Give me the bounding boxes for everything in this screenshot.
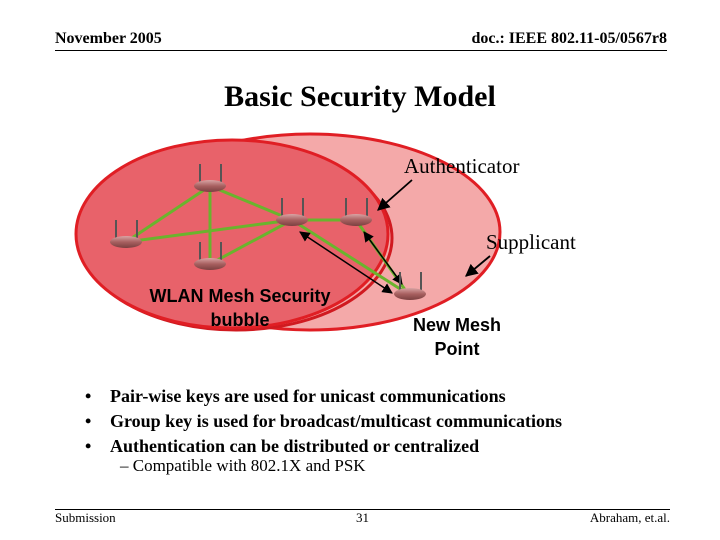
router-icon	[194, 242, 226, 270]
header-doc-id: doc.: IEEE 802.11-05/0567r8	[471, 30, 667, 47]
bullet-item: • Group key is used for broadcast/multica…	[85, 409, 685, 434]
new-mesh-point-router-icon	[394, 272, 426, 300]
page-number: 31	[356, 510, 369, 525]
authenticator-pointer	[377, 179, 413, 211]
new-mesh-point-label-line2: Point	[434, 339, 480, 359]
bullet-dot: •	[85, 386, 92, 406]
authenticator-label: Authenticator	[404, 154, 520, 178]
bullet-text: Authentication can be distributed or cen…	[110, 436, 480, 456]
bullet-text: Pair-wise keys are used for unicast comm…	[110, 386, 506, 406]
security-bubble-label-line1: WLAN Mesh Security	[149, 286, 331, 306]
header-date: November 2005	[55, 30, 162, 47]
bullet-item: • Pair-wise keys are used for unicast com…	[85, 384, 685, 409]
header-rule	[55, 50, 667, 51]
router-icon	[194, 164, 226, 192]
router-icon	[340, 198, 372, 226]
supplicant-pointer	[465, 255, 491, 277]
security-bubble-label: WLAN Mesh Security bubble	[128, 284, 352, 332]
security-bubble-label-line2: bubble	[210, 310, 270, 330]
router-icon	[276, 198, 308, 226]
supplicant-label: Supplicant	[486, 230, 576, 254]
sub-bullet-text: Compatible with 802.1X and PSK	[132, 456, 366, 475]
footer-right: Abraham, et.al.	[589, 510, 670, 525]
bullet-list: • Pair-wise keys are used for unicast com…	[85, 384, 685, 459]
footer-rule	[55, 509, 670, 510]
slide-title: Basic Security Model	[224, 80, 496, 113]
router-icon	[110, 220, 142, 248]
footer-left: Submission	[55, 510, 116, 525]
sub-bullet-dash: –	[120, 456, 129, 475]
new-mesh-point-label: New Mesh Point	[392, 313, 522, 361]
bullet-dot: •	[85, 411, 92, 431]
auth-arrows	[299, 231, 403, 294]
new-mesh-point-label-line1: New Mesh	[412, 315, 502, 335]
bullet-text: Group key is used for broadcast/multicas…	[110, 411, 563, 431]
sub-bullet: – Compatible with 802.1X and PSK	[120, 456, 366, 476]
bullet-dot: •	[85, 436, 92, 456]
bullet-item: • Authentication can be distributed or ce…	[85, 434, 685, 459]
